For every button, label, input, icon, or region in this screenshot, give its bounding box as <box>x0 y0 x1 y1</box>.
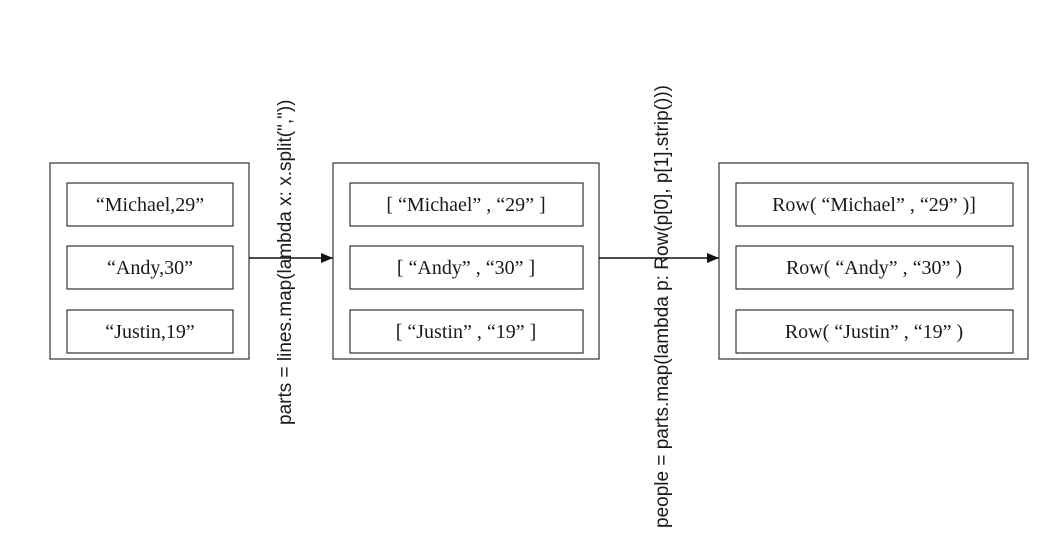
stage-people-container <box>718 162 1029 360</box>
stage-parts-item-1: [ “Michael” , “29” ] <box>386 194 545 216</box>
stage-lines-item-3-box <box>66 309 234 354</box>
stage-people-item-1: Row( “Michael” , “29” )] <box>772 194 976 216</box>
stage-lines-item-2: “Andy,30” <box>107 257 193 279</box>
stage-parts-item-2: [ “Andy” , “30” ] <box>397 257 535 279</box>
stage-parts-item-3: [ “Justin” , “19” ] <box>396 321 537 343</box>
stage-lines-item-1-box <box>66 182 234 227</box>
stage-lines: “Michael,29” “Andy,30” “Justin,19” <box>49 162 250 360</box>
stage-people-item-3-box <box>735 309 1014 354</box>
transform-2-label: people = parts.map(lambda p: Row(p[0], p… <box>652 85 673 528</box>
stage-people-item-3: Row( “Justin” , “19” ) <box>785 321 963 343</box>
stage-parts: [ “Michael” , “29” ] [ “Andy” , “30” ] [… <box>332 162 600 360</box>
stage-lines-item-2-box <box>66 245 234 290</box>
stage-lines-item-3: “Justin,19” <box>105 321 194 343</box>
stage-people-item-2: Row( “Andy” , “30” ) <box>786 257 962 279</box>
stage-people: Row( “Michael” , “29” )] Row( “Andy” , “… <box>718 162 1029 360</box>
stage-lines-item-1: “Michael,29” <box>96 194 204 216</box>
stage-people-item-1-box <box>735 182 1014 227</box>
stage-parts-container <box>332 162 600 360</box>
transform-1-label: parts = lines.map(lambda x: x.split(",")… <box>275 99 296 425</box>
stage-parts-item-3-box <box>349 309 584 354</box>
stage-parts-item-2-box <box>349 245 584 290</box>
stage-people-item-2-box <box>735 245 1014 290</box>
stage-lines-container <box>49 162 250 360</box>
stage-parts-item-1-box <box>349 182 584 227</box>
